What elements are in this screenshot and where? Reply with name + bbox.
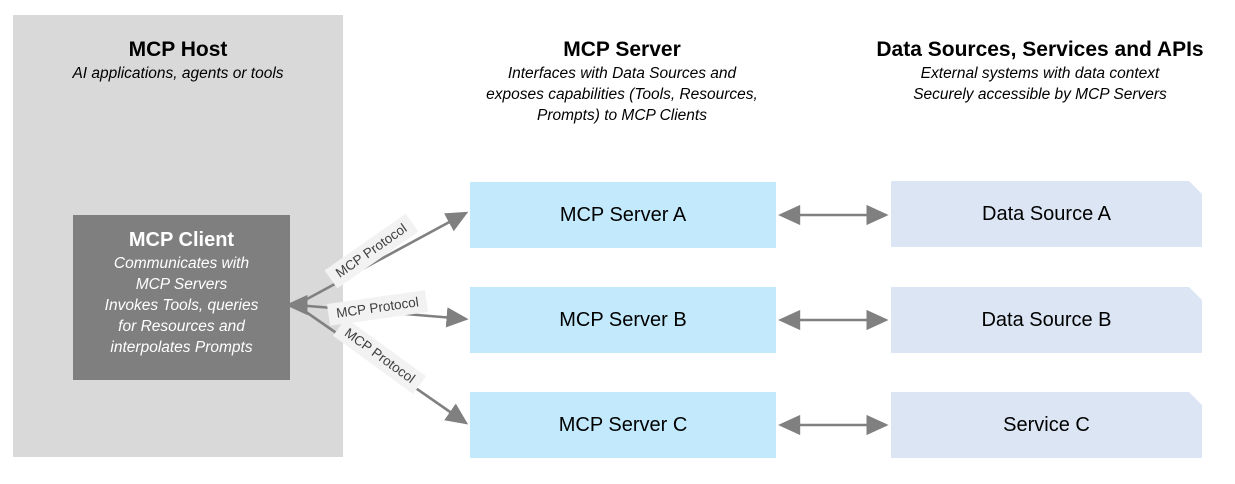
mcp-server-a-label: MCP Server A [559, 203, 687, 226]
server-to-datasource-connectors [778, 204, 889, 436]
mcp-server-c-box[interactable]: MCP Server C [470, 392, 776, 458]
data-source-a-label: Data Source A [982, 202, 1111, 225]
host-title: MCP Host [128, 38, 228, 61]
data-sources-title: Data Sources, Services and APIs [876, 38, 1204, 61]
mcp-client-desc-line-4: for Resources and [118, 318, 245, 335]
data-sources-subtitle-line-1: External systems with data context [920, 65, 1160, 82]
data-source-b-label: Data Source B [981, 308, 1112, 331]
column-heading-host: MCP Host AI applications, agents or tool… [13, 36, 343, 84]
server-subtitle-line-1: Interfaces with Data Sources and [507, 65, 737, 82]
mcp-client-box[interactable]: MCP Client Communicates with MCP Servers… [73, 215, 290, 380]
column-heading-server: MCP Server Interfaces with Data Sources … [452, 36, 792, 126]
mcp-client-desc-line-5: interpolates Prompts [110, 339, 253, 356]
column-heading-data-sources: Data Sources, Services and APIs External… [855, 36, 1225, 105]
mcp-client-desc-line-3: Invokes Tools, queries [104, 297, 259, 314]
mcp-server-b-label: MCP Server B [559, 308, 687, 331]
data-sources-subtitle-line-2: Securely accessible by MCP Servers [913, 86, 1167, 103]
mcp-client-desc-line-1: Communicates with [113, 255, 250, 272]
data-source-a-box[interactable]: Data Source A [891, 181, 1202, 247]
server-title: MCP Server [563, 38, 681, 61]
server-subtitle-line-3: Prompts) to MCP Clients [537, 107, 707, 124]
service-c-label: Service C [1003, 413, 1090, 436]
server-subtitle-line-2: exposes capabilities (Tools, Resources, [486, 86, 758, 103]
protocol-label-c: MCP Protocol [332, 317, 427, 395]
mcp-client-desc-line-2: MCP Servers [135, 276, 228, 293]
host-subtitle: AI applications, agents or tools [72, 65, 284, 82]
data-source-b-box[interactable]: Data Source B [891, 287, 1202, 353]
mcp-server-a-box[interactable]: MCP Server A [470, 182, 776, 248]
mcp-server-b-box[interactable]: MCP Server B [470, 287, 776, 353]
service-c-box[interactable]: Service C [891, 392, 1202, 458]
mcp-server-c-label: MCP Server C [558, 413, 688, 436]
mcp-client-title: MCP Client [128, 229, 235, 251]
